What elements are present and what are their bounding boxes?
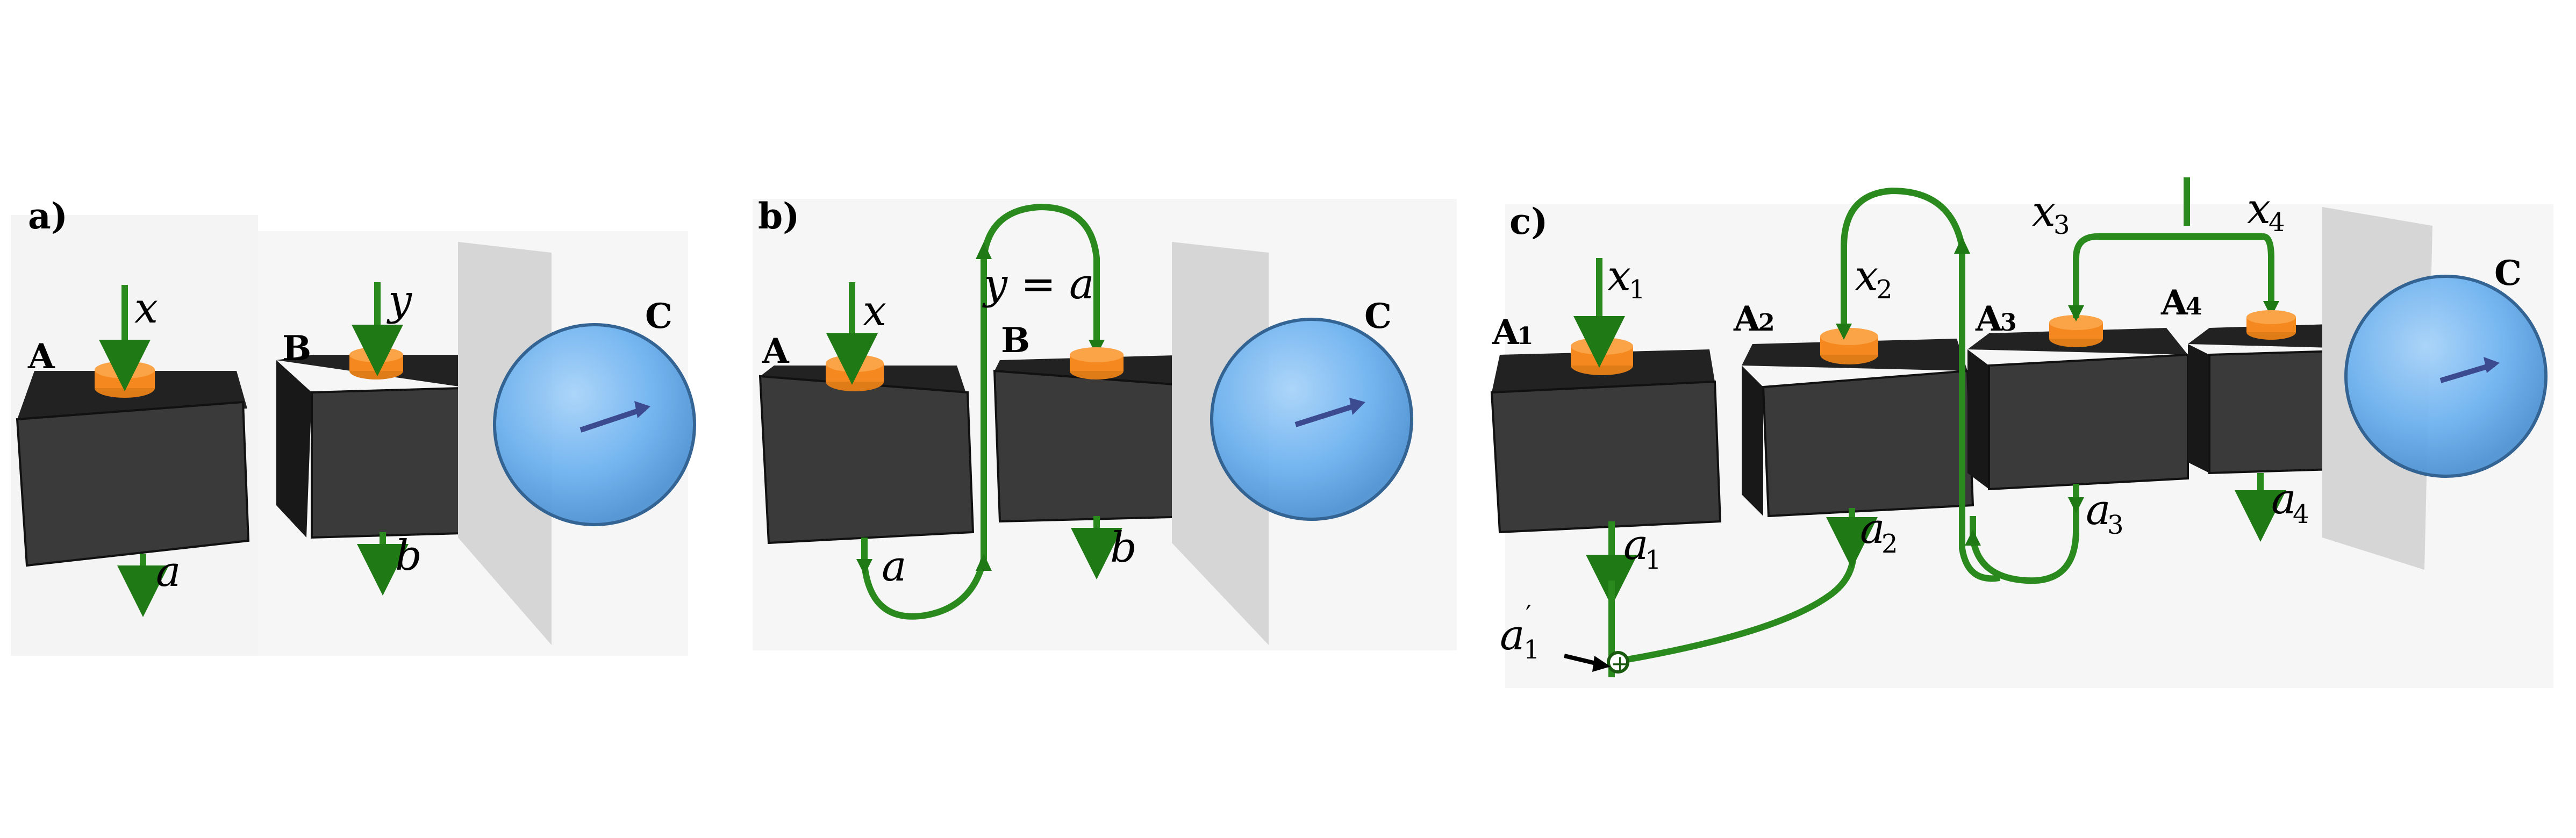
svg-text:A: A: [1975, 299, 2003, 339]
box-b-a: [759, 355, 975, 545]
needle-c-icon: [2439, 362, 2495, 383]
label-x: x: [134, 284, 158, 333]
svg-text:′: ′: [1526, 600, 1532, 630]
panel-a-label: a): [28, 195, 68, 237]
box-b-b-label: B: [1001, 320, 1030, 361]
box-c-a3-label: A 3: [1975, 299, 2017, 339]
svg-text:3: 3: [2107, 510, 2124, 540]
svg-text:2: 2: [1881, 529, 1898, 559]
a3-arrow-icon: [2068, 497, 2084, 513]
x3-arrow-icon: [2068, 305, 2084, 321]
label-b-x: x: [863, 287, 886, 335]
svg-text:x: x: [1607, 252, 1631, 300]
box-c-a1-label: A 1: [1492, 312, 1534, 353]
svg-text:3: 3: [2000, 309, 2017, 336]
sum-symbol: +: [1611, 650, 1629, 677]
x2-arrow-icon: [1836, 324, 1852, 340]
svg-text:1: 1: [1645, 545, 1662, 575]
sphere-c-label: C: [645, 296, 672, 336]
svg-text:x: x: [2247, 185, 2271, 233]
needle-c-head-icon: [2484, 357, 2500, 373]
box-b-a-label: A: [762, 331, 790, 371]
needle-head-icon: [634, 401, 650, 418]
label-a2: a 2: [1860, 505, 1898, 559]
loop-arrow-3: [976, 242, 992, 259]
label-x1: x 1: [1607, 252, 1645, 305]
box-c-a4-label: A 4: [2160, 283, 2202, 323]
wire-loop: [861, 203, 1100, 620]
needle-b-head-icon: [1349, 398, 1365, 415]
svg-text:a: a: [1860, 505, 1885, 553]
svg-text:1: 1: [1629, 275, 1645, 305]
svg-text:2: 2: [1876, 275, 1893, 305]
wire-a3-loop: [1970, 484, 2079, 584]
svg-text:x: x: [1855, 252, 1878, 300]
panel-b-label: b): [758, 195, 799, 237]
label-a: a: [156, 548, 181, 596]
loop-arrow-1: [856, 559, 872, 575]
svg-text:a: a: [2271, 475, 2296, 524]
panel-b: b) A x a B y = a b: [753, 195, 1457, 650]
label-a4: a 4: [2271, 475, 2309, 529]
label-y: y: [387, 276, 412, 325]
label-a3: a 3: [2086, 486, 2124, 540]
label-x4: x 4: [2247, 185, 2285, 238]
svg-text:A: A: [2160, 283, 2188, 323]
box-b-label: B: [282, 328, 311, 369]
svg-text:1: 1: [1517, 323, 1534, 350]
svg-text:4: 4: [2293, 499, 2309, 529]
svg-text:4: 4: [2186, 293, 2202, 320]
label-b-a: a: [882, 542, 907, 591]
needle-icon: [579, 406, 646, 433]
box-a-label: A: [27, 336, 55, 377]
panel-c-label: c): [1509, 200, 1548, 242]
loop-arrow-2: [976, 554, 992, 571]
svg-text:a: a: [1500, 611, 1525, 660]
box-b-b: [993, 347, 1217, 523]
a3-loop-arrow-icon: [1965, 529, 1981, 546]
label-a1-prime: a ′ 1: [1500, 600, 1540, 665]
svg-text:2: 2: [1758, 309, 1775, 336]
box-c-a1: [1490, 338, 1722, 534]
needle-b-icon: [1294, 402, 1361, 427]
sum-pointer-head-icon: [1592, 656, 1611, 672]
box-c-a2-label: A 2: [1733, 299, 1775, 339]
label-x3: x 3: [2032, 188, 2070, 240]
panel-c: c) A 1 x 1 a 1 + a ′: [1490, 177, 2553, 688]
svg-text:A: A: [1492, 312, 1520, 353]
box-c-a2: [1742, 328, 1974, 518]
label-a1: a 1: [1623, 521, 1662, 575]
svg-text:4: 4: [2269, 207, 2285, 238]
label-b-y: y = a: [982, 260, 1094, 309]
svg-text:A: A: [1733, 299, 1761, 339]
svg-text:x: x: [2032, 188, 2056, 236]
box-c-a3: [1967, 315, 2189, 491]
x2-loop-arrow-icon: [1954, 237, 1970, 254]
svg-text:a: a: [2086, 486, 2111, 534]
panel-a: a) A x a B y b C: [11, 195, 696, 656]
x4-arrow-icon: [2263, 301, 2279, 317]
svg-text:a: a: [1623, 521, 1649, 569]
label-x2: x 2: [1855, 252, 1893, 305]
label-b-b: b: [1110, 524, 1137, 572]
sphere-b-c-label: C: [1364, 296, 1392, 336]
svg-text:1: 1: [1523, 635, 1540, 665]
box-a: [16, 361, 250, 567]
wire-fork: [2073, 177, 2274, 318]
sum-node-icon: [1607, 651, 1629, 674]
label-b: b: [395, 532, 422, 580]
svg-text:3: 3: [2053, 210, 2070, 240]
sphere-c-c-label: C: [2494, 253, 2522, 293]
wire-x2-loop: [1841, 187, 2000, 582]
